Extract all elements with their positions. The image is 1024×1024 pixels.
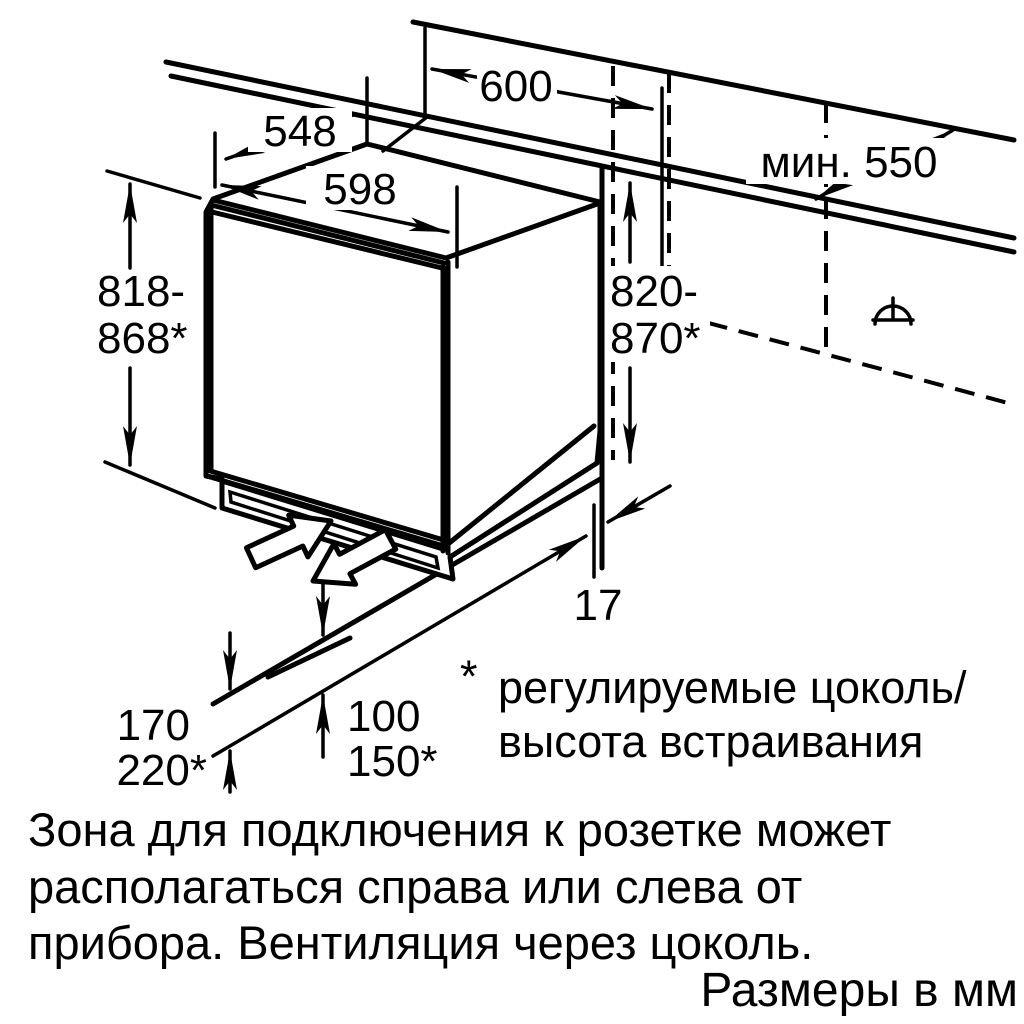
dim-label-appliance-height-1: 818- bbox=[97, 267, 185, 316]
plinth-line-upper bbox=[210, 475, 605, 707]
dim-label-plinth-front-1: 100 bbox=[347, 692, 420, 741]
extension-lines bbox=[103, 26, 664, 510]
caption-line-1: Зона для подключения к розетке может bbox=[28, 803, 891, 856]
caption: Зона для подключения к розетке может рас… bbox=[28, 803, 891, 969]
dim-label-niche-height-2: 870* bbox=[610, 314, 701, 363]
caption-line-3: прибора. Вентиляция через цоколь. bbox=[28, 916, 813, 969]
worktop-lines bbox=[163, 19, 1017, 255]
dimension-labels: 600 548 598 мин. 550 818- 868* 820- 870*… bbox=[97, 62, 952, 795]
dim-label-appliance-depth: 548 bbox=[263, 107, 336, 156]
dim-label-plinth-left-2: 220* bbox=[116, 746, 207, 795]
footnote: * регулируемые цоколь/ высота встраивани… bbox=[460, 651, 967, 767]
floor-line-lower-right bbox=[606, 484, 672, 524]
footnote-line-1: регулируемые цоколь/ bbox=[498, 662, 967, 713]
dim-label-rear-gap: 17 bbox=[574, 581, 623, 630]
airflow-in-arrow bbox=[243, 512, 334, 571]
airflow-out-arrow bbox=[310, 527, 399, 587]
airflow-arrows bbox=[243, 512, 399, 587]
dim-label-appliance-height-2: 868* bbox=[97, 314, 188, 363]
worktop-front-edge-bottom bbox=[168, 73, 1017, 255]
worktop-front-edge-top bbox=[163, 59, 1017, 241]
wall-top-line bbox=[410, 19, 1017, 143]
dim-label-plinth-left-1: 170 bbox=[117, 701, 190, 750]
floor-lines bbox=[210, 475, 672, 758]
footnote-marker: * bbox=[460, 651, 478, 702]
plinth-vent-slot bbox=[227, 489, 441, 571]
dim-label-countertop-depth: мин. 550 bbox=[761, 138, 938, 187]
dim-label-appliance-width: 598 bbox=[323, 165, 396, 214]
footnote-line-2: высота встраивания bbox=[498, 716, 923, 767]
caption-line-2: располагаться справа или слева от bbox=[28, 860, 802, 913]
power-socket-symbol bbox=[871, 296, 915, 326]
dim-label-niche-width: 600 bbox=[479, 62, 552, 111]
dim-label-plinth-front-2: 150* bbox=[347, 737, 438, 786]
units-note: Размеры в мм bbox=[700, 964, 1018, 1017]
dim-label-niche-height-1: 820- bbox=[610, 267, 698, 316]
floor-line-lower-left bbox=[211, 534, 588, 758]
niche-floor-edge-short bbox=[265, 635, 353, 680]
